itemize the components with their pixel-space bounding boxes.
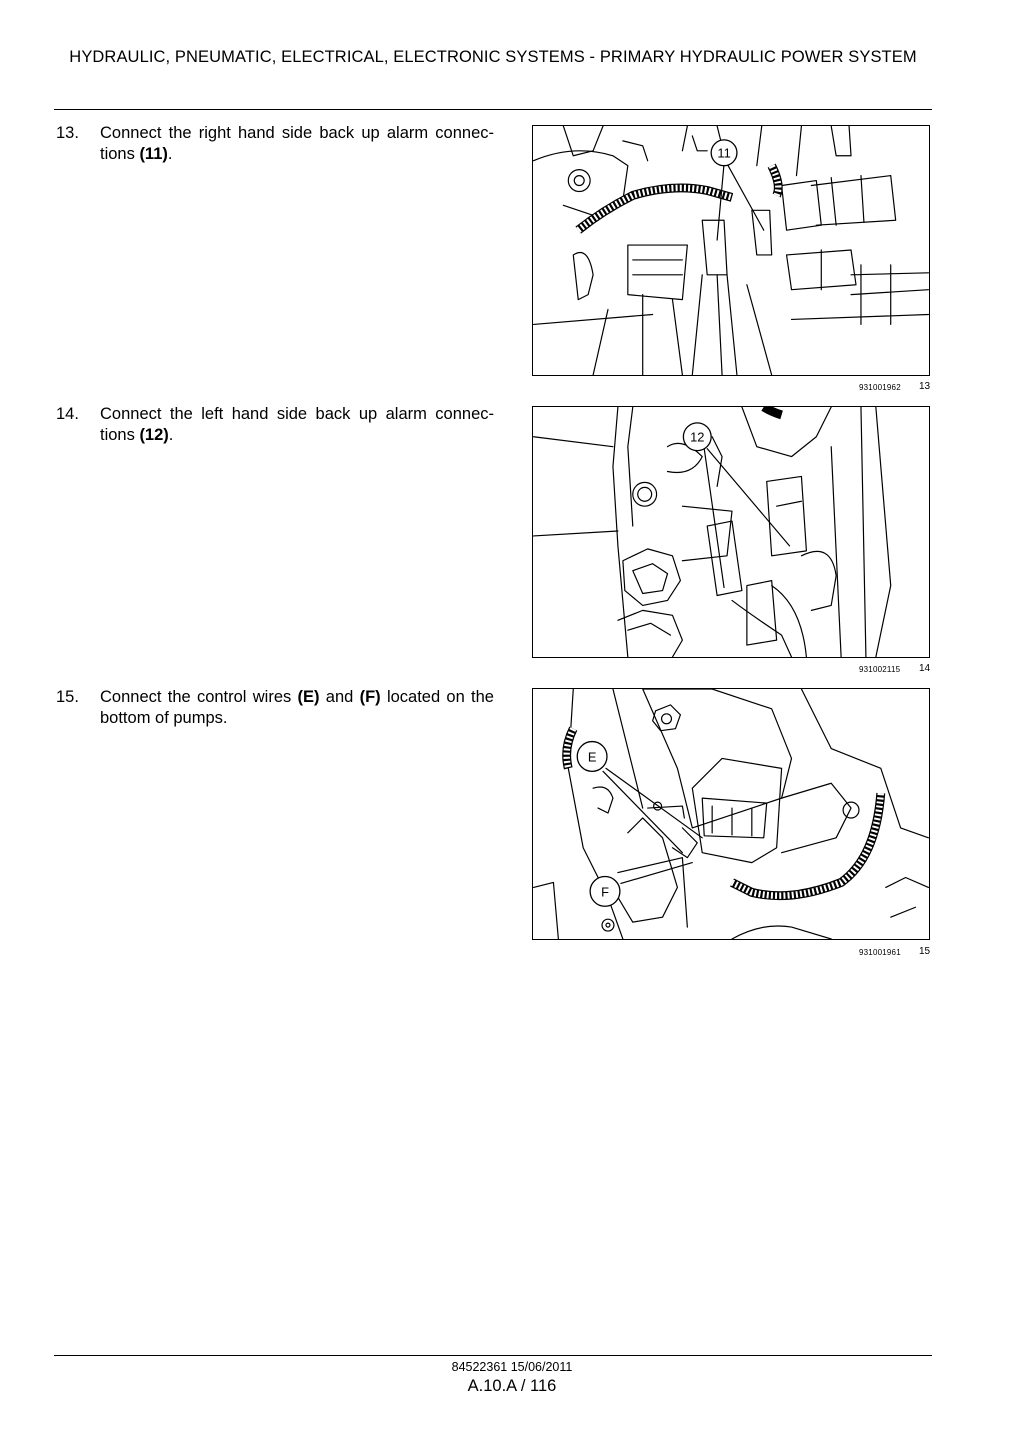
step-number: 13. xyxy=(56,124,79,142)
figure-15: E F xyxy=(532,688,930,940)
step-text: Connect the right hand side back up alar… xyxy=(100,124,494,163)
page-number: A.10.A / 116 xyxy=(467,1377,557,1395)
callout-e: E xyxy=(576,740,608,772)
svg-text:12: 12 xyxy=(690,430,704,445)
step-text: Connect the left hand side back up alarm… xyxy=(100,405,494,444)
figure-14-illustration: 12 xyxy=(533,407,892,657)
page-header: HYDRAULIC, PNEUMATIC, ELECTRICAL, ELECTR… xyxy=(69,48,917,66)
figure-15-illustration: E F xyxy=(533,689,929,939)
svg-text:E: E xyxy=(588,749,597,764)
callout-f: F xyxy=(589,875,621,907)
figure-13: 11 xyxy=(532,125,930,376)
figure-13-illustration: 11 xyxy=(533,126,929,375)
footer-rule xyxy=(54,1355,932,1356)
callout-12: 12 xyxy=(682,422,712,452)
step-number: 15. xyxy=(56,688,79,706)
document-code: 84522361 15/06/2011 xyxy=(451,1360,573,1374)
ref-f: (F) xyxy=(359,688,381,706)
ref-11: (11) xyxy=(139,145,168,163)
figure-14-id: 931002115 xyxy=(859,665,901,674)
svg-text:F: F xyxy=(601,884,609,899)
svg-text:11: 11 xyxy=(717,146,730,161)
figure-13-id: 931001962 xyxy=(859,383,901,392)
figure-14: 12 xyxy=(532,406,930,658)
figure-15-number: 15 xyxy=(919,946,931,957)
ref-12: (12) xyxy=(139,426,169,444)
figure-14-number: 14 xyxy=(919,663,931,674)
callout-11: 11 xyxy=(710,139,738,167)
step-number: 14. xyxy=(56,405,79,423)
figure-15-id: 931001961 xyxy=(859,948,901,957)
header-rule xyxy=(54,109,932,110)
figure-13-number: 13 xyxy=(919,381,931,392)
step-text: Connect the control wires (E) and (F) lo… xyxy=(100,688,494,727)
ref-e: (E) xyxy=(297,688,320,706)
